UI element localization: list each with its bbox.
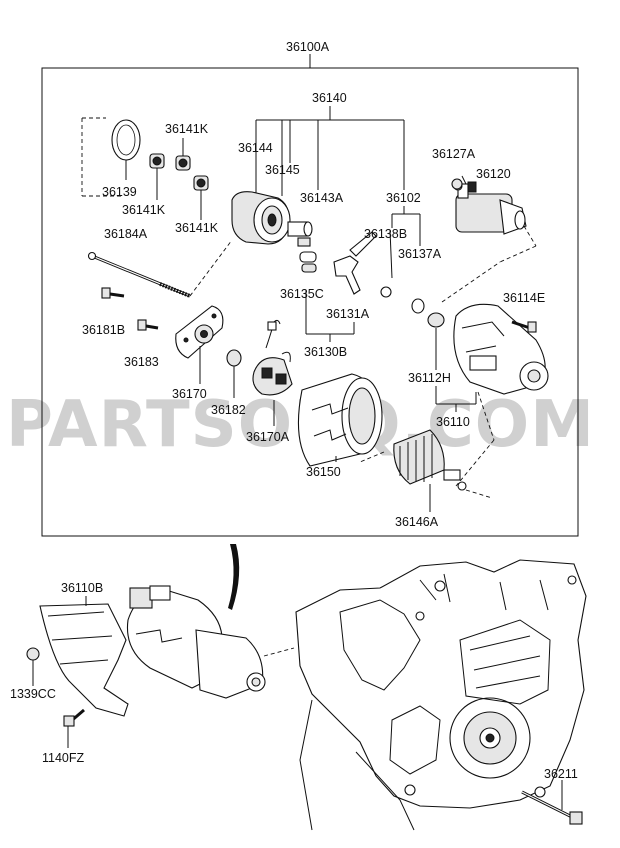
label-36141K-c: 36141K <box>175 221 219 235</box>
label-36143A: 36143A <box>300 191 344 205</box>
bracket-36140 <box>255 106 421 246</box>
label-36141K-b: 36141K <box>122 203 166 217</box>
label-36112H: 36112H <box>408 371 451 385</box>
bushing-36112H <box>427 312 445 328</box>
label-36170: 36170 <box>172 387 207 401</box>
solenoid-36120 <box>453 175 537 263</box>
label-36183: 36183 <box>124 355 159 369</box>
label-36131A: 36131A <box>326 307 370 321</box>
label-36137A: 36137A <box>398 247 442 261</box>
label-36211: 36211 <box>544 767 578 781</box>
through-bolt-36184A <box>87 239 233 298</box>
brush-holder-36170A <box>252 319 293 396</box>
bearing-nut-36141K-2 <box>175 155 191 171</box>
front-housing-36110 <box>441 261 549 487</box>
bolt-36211 <box>521 790 583 825</box>
label-36114E: 36114E <box>503 291 545 305</box>
screw-36183 <box>137 319 159 331</box>
nut-1339CC <box>26 647 40 661</box>
label-36127A: 36127A <box>432 147 476 161</box>
label-36141K-a: 36141K <box>165 122 209 136</box>
label-36102: 36102 <box>386 191 421 205</box>
label-36182: 36182 <box>211 403 246 417</box>
label-36120: 36120 <box>476 167 511 181</box>
bushing-36182 <box>226 349 242 367</box>
armature-36146A <box>359 429 493 499</box>
label-36110B: 36110B <box>61 581 103 595</box>
bolt-36114E <box>511 320 537 333</box>
ring-and-nuts-group <box>81 117 209 220</box>
label-1339CC: 1339CC <box>10 687 56 701</box>
screw-36181B <box>101 287 125 299</box>
label-36181B: 36181B <box>82 323 125 337</box>
label-1140FZ: 1140FZ <box>42 751 85 765</box>
planetary-gear-assembly <box>231 191 313 247</box>
label-36130B: 36130B <box>304 345 347 359</box>
engine-block <box>295 559 587 831</box>
label-36140: 36140 <box>312 91 347 105</box>
label-36150: 36150 <box>306 465 341 479</box>
nut-36127A <box>451 178 463 190</box>
label-36110: 36110 <box>436 415 470 429</box>
label-36146A: 36146A <box>395 515 439 529</box>
starter-assembly-36100A <box>126 585 266 699</box>
yoke-36150 <box>297 373 383 467</box>
lever-36131A <box>333 229 393 298</box>
label-36139: 36139 <box>102 185 137 199</box>
starter-cover-36110B <box>39 596 129 717</box>
assembly-pointer <box>228 544 240 610</box>
label-36144: 36144 <box>238 141 273 155</box>
bolt-1140FZ <box>63 708 85 727</box>
label-36170A: 36170A <box>246 430 290 444</box>
bearing-nut-36141K-3 <box>193 175 209 191</box>
bearing-nut-36141K-1 <box>149 153 165 169</box>
end-frame-36170 <box>175 305 224 359</box>
washer-36137A <box>411 298 425 314</box>
label-36138B: 36138B <box>364 227 407 241</box>
label-36100A: 36100A <box>286 40 330 54</box>
label-36145: 36145 <box>265 163 300 177</box>
label-36135C: 36135C <box>280 287 324 301</box>
spring-36135C <box>299 251 317 273</box>
label-36184A: 36184A <box>104 227 148 241</box>
